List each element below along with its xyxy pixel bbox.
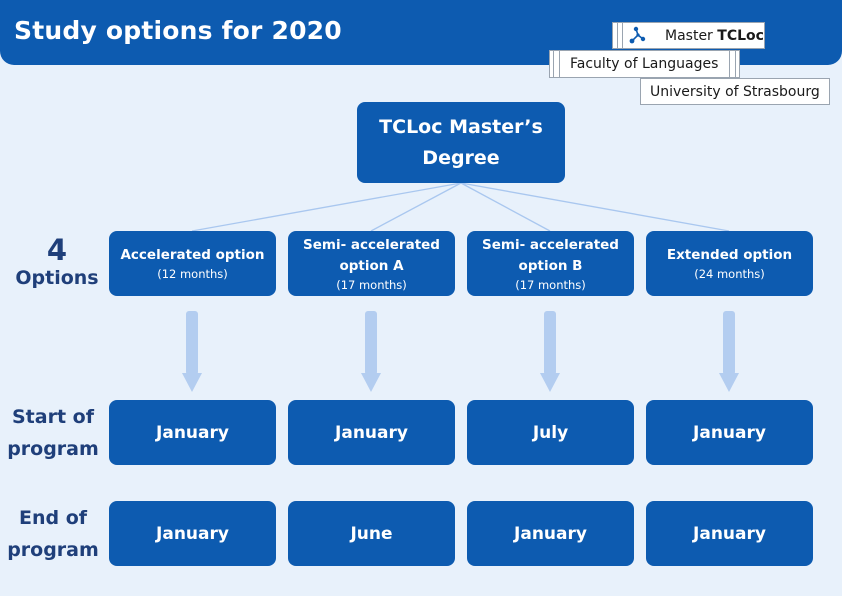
options-count-label: 4 Options <box>8 234 106 290</box>
start-value: January <box>335 422 408 443</box>
start-value-box: January <box>288 400 455 465</box>
option-box-semi-b: Semi- accelerated option B (17 months) <box>467 231 634 296</box>
option-duration: (12 months) <box>157 267 228 281</box>
down-arrow-icon <box>182 311 202 392</box>
master-tag-prefix: Master <box>665 28 718 44</box>
end-label-line1: End of <box>18 507 88 529</box>
down-arrow-icon <box>540 311 560 392</box>
option-duration: (17 months) <box>515 277 586 292</box>
end-value-box: January <box>109 501 276 566</box>
end-value: June <box>350 523 393 544</box>
page-title: Study options for 2020 <box>14 16 342 45</box>
end-of-program-label: End of program <box>4 502 102 566</box>
start-label-line1: Start of <box>12 406 94 428</box>
option-box-accelerated: Accelerated option (12 months) <box>109 231 276 296</box>
tag-bars <box>729 51 736 77</box>
start-value-box: January <box>646 400 813 465</box>
options-count-word: Options <box>15 267 99 289</box>
connector-line <box>191 182 462 232</box>
faculty-tag-label: Faculty of Languages <box>570 56 719 72</box>
master-tag-label: Master TCLoc <box>665 28 764 44</box>
end-value-box: June <box>288 501 455 566</box>
option-box-extended: Extended option (24 months) <box>646 231 813 296</box>
down-arrow-icon <box>719 311 739 392</box>
option-title: Semi- accelerated <box>303 236 440 253</box>
tag-bars <box>553 51 560 77</box>
root-title-line2: Degree <box>422 146 500 169</box>
connector-line <box>370 182 462 232</box>
down-arrow-icon <box>361 311 381 392</box>
start-value: January <box>693 422 766 443</box>
root-title-line1: TCLoc Master’s <box>379 115 543 138</box>
options-count-number: 4 <box>46 233 68 267</box>
end-value: January <box>693 523 766 544</box>
faculty-tag: Faculty of Languages <box>549 50 740 78</box>
end-label-line2: program <box>7 539 99 561</box>
start-value: July <box>532 422 569 443</box>
root-degree-box: TCLoc Master’s Degree <box>357 102 565 183</box>
end-value-box: January <box>646 501 813 566</box>
end-value: January <box>514 523 587 544</box>
option-duration: (24 months) <box>694 267 765 281</box>
end-value: January <box>156 523 229 544</box>
start-label-line2: program <box>7 438 99 460</box>
tag-bars <box>617 23 623 48</box>
start-value: January <box>156 422 229 443</box>
option-title: Extended option <box>666 247 793 263</box>
end-value-box: January <box>467 501 634 566</box>
connector-line <box>460 182 730 232</box>
option-duration: (17 months) <box>336 277 407 292</box>
university-tag-label: University of Strasbourg <box>650 84 820 100</box>
start-value-box: July <box>467 400 634 465</box>
university-tag: University of Strasbourg <box>640 78 830 105</box>
option-title: option B <box>518 257 583 274</box>
start-value-box: January <box>109 400 276 465</box>
option-box-semi-a: Semi- accelerated option A (17 months) <box>288 231 455 296</box>
option-title: Semi- accelerated <box>482 236 619 253</box>
connector-line <box>460 182 551 232</box>
master-tag-bold: TCLoc <box>717 28 764 44</box>
option-title: option A <box>339 257 404 274</box>
option-title: Accelerated option <box>120 247 265 263</box>
start-of-program-label: Start of program <box>4 401 102 465</box>
tcloc-network-icon <box>629 26 646 44</box>
